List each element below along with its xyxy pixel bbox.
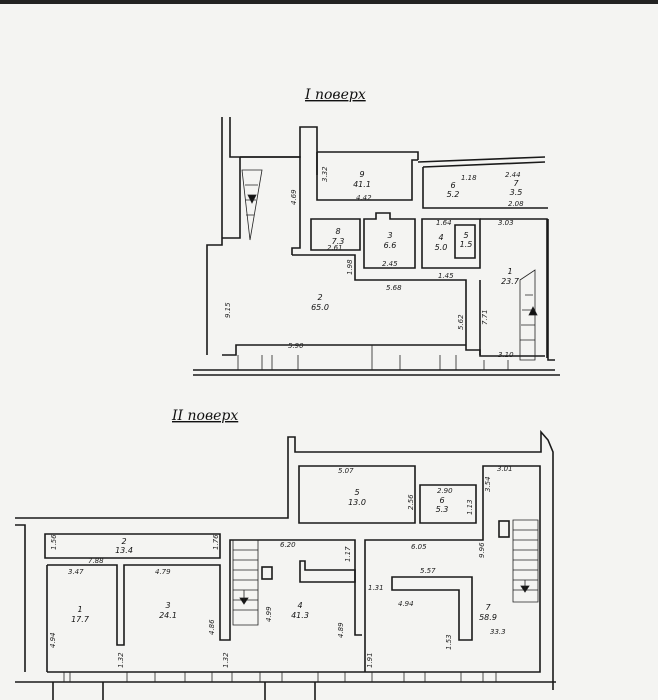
dimension: 1.91: [366, 652, 374, 668]
dimension: 3.32: [321, 166, 329, 182]
dimension: 2.90: [437, 487, 453, 495]
dimension: 5.90: [288, 342, 304, 350]
room-label-f2-6: 6: [439, 496, 444, 505]
dimension: 4.69: [290, 189, 298, 205]
floor-2-dimensions: 5.07 2.56 2.90 1.13 3.54 3.01 1.56 7.88 …: [49, 465, 513, 668]
room-area-f2-4: 41.3: [291, 611, 309, 620]
dimension: 2.56: [407, 494, 415, 510]
dimension: 1.17: [344, 546, 352, 562]
dimension: 6.05: [411, 543, 427, 551]
dimension: 2.44: [505, 171, 521, 179]
dimension: 3.47: [68, 568, 84, 576]
dimension: 5.07: [338, 467, 354, 475]
dimension: 3.03: [498, 219, 514, 227]
room-area-f2-7: 58.9: [479, 613, 497, 622]
floor-1-room-labels: 9 41.1 8 7.3 3 6.6 6 5.2 7 3.5 4 5.0 5 1…: [311, 170, 522, 312]
room-label-f1-7: 7: [513, 179, 519, 188]
room-label-f2-3: 3: [165, 601, 170, 610]
floor-1-title: I поверх: [304, 87, 366, 103]
dimension: 3.10: [498, 351, 514, 359]
dimension: 1.18: [461, 174, 477, 182]
room-label-f1-1: 1: [507, 267, 512, 276]
dimension: 7.88: [88, 557, 104, 565]
room-label-f2-5: 5: [354, 488, 359, 497]
room-label-f2-4: 4: [297, 601, 302, 610]
room-area-f1-6: 5.2: [447, 190, 460, 199]
room-area-f1-9: 41.1: [353, 180, 371, 189]
dimension: 1.32: [117, 652, 125, 668]
dimension: 9.15: [224, 302, 232, 318]
room-label-f1-4: 4: [438, 233, 443, 242]
room-label-f1-5: 5: [463, 231, 468, 240]
room-label-f2-2: 2: [121, 537, 126, 546]
room-label-f2-7: 7: [485, 603, 491, 612]
floor-1-walls: [193, 117, 560, 376]
room-label-f1-8: 8: [335, 227, 340, 236]
dimension: 4.94: [398, 600, 414, 608]
dimension: 6.20: [280, 541, 296, 549]
room-area-f2-1: 17.7: [71, 615, 90, 624]
dimension: 1.76: [212, 534, 220, 550]
room-area-f1-1: 23.7: [501, 277, 520, 286]
room-area-f1-8: 7.3: [332, 237, 345, 246]
dimension: 4.89: [337, 622, 345, 638]
dimension: 1.53: [445, 634, 453, 650]
room-area-f1-5: 1.5: [460, 240, 473, 249]
dimension: 4.99: [265, 606, 273, 622]
room-area-f2-5: 13.0: [348, 498, 366, 507]
dimension: 7.71: [481, 309, 489, 325]
floor-1-plan: I поверх 9 41.1 8 7.3: [193, 87, 560, 376]
dimension: 2.08: [508, 200, 524, 208]
floor-1-dimensions: 3.32 4.42 4.69 1.18 2.44 2.08 1.64 3.03 …: [224, 166, 524, 359]
dimension: 1.45: [438, 272, 454, 280]
room-area-f1-7: 3.5: [510, 188, 523, 197]
dimension: 4.94: [49, 632, 57, 648]
room-label-f1-6: 6: [450, 181, 455, 190]
dimension: 5.57: [420, 567, 436, 575]
room-label-f1-3: 3: [387, 231, 392, 240]
dimension: 4.86: [208, 619, 216, 635]
room-area-f1-3: 6.6: [384, 241, 397, 250]
dimension: 4.42: [356, 194, 372, 202]
room-label-f1-9: 9: [359, 170, 364, 179]
dimension: 1.13: [466, 499, 474, 515]
floor-2-walls: [15, 429, 556, 700]
dimension: 1.98: [346, 259, 354, 275]
dimension: 1.56: [50, 534, 58, 550]
room-area-f2-3: 24.1: [159, 611, 177, 620]
dimension: 3.54: [484, 476, 492, 492]
dimension: 4.79: [155, 568, 171, 576]
dimension: 2.45: [382, 260, 398, 268]
floor-2-plan: II поверх 1 17.7 2 13.4 3: [15, 408, 556, 700]
dimension: 5.68: [386, 284, 402, 292]
dimension: 1.32: [222, 652, 230, 668]
dimension: 33.3: [490, 628, 506, 636]
dimension: 5.62: [457, 314, 465, 330]
dimension: 1.64: [436, 219, 452, 227]
floor-2-title: II поверх: [171, 408, 238, 424]
dimension: 3.01: [497, 465, 513, 473]
room-label-f2-1: 1: [77, 605, 82, 614]
room-area-f1-2: 65.0: [311, 303, 329, 312]
room-area-f1-4: 5.0: [435, 243, 448, 252]
room-area-f2-6: 5.3: [436, 505, 449, 514]
floor-2-room-labels: 1 17.7 2 13.4 3 24.1 4 41.3 5 13.0 6 5.3…: [71, 488, 497, 624]
room-area-f2-2: 13.4: [115, 546, 133, 555]
dimension: 1.31: [368, 584, 384, 592]
dimension: 9.96: [478, 542, 486, 558]
dimension: 2.61: [327, 244, 343, 252]
room-label-f1-2: 2: [317, 293, 322, 302]
scan-top-edge: [0, 0, 658, 4]
